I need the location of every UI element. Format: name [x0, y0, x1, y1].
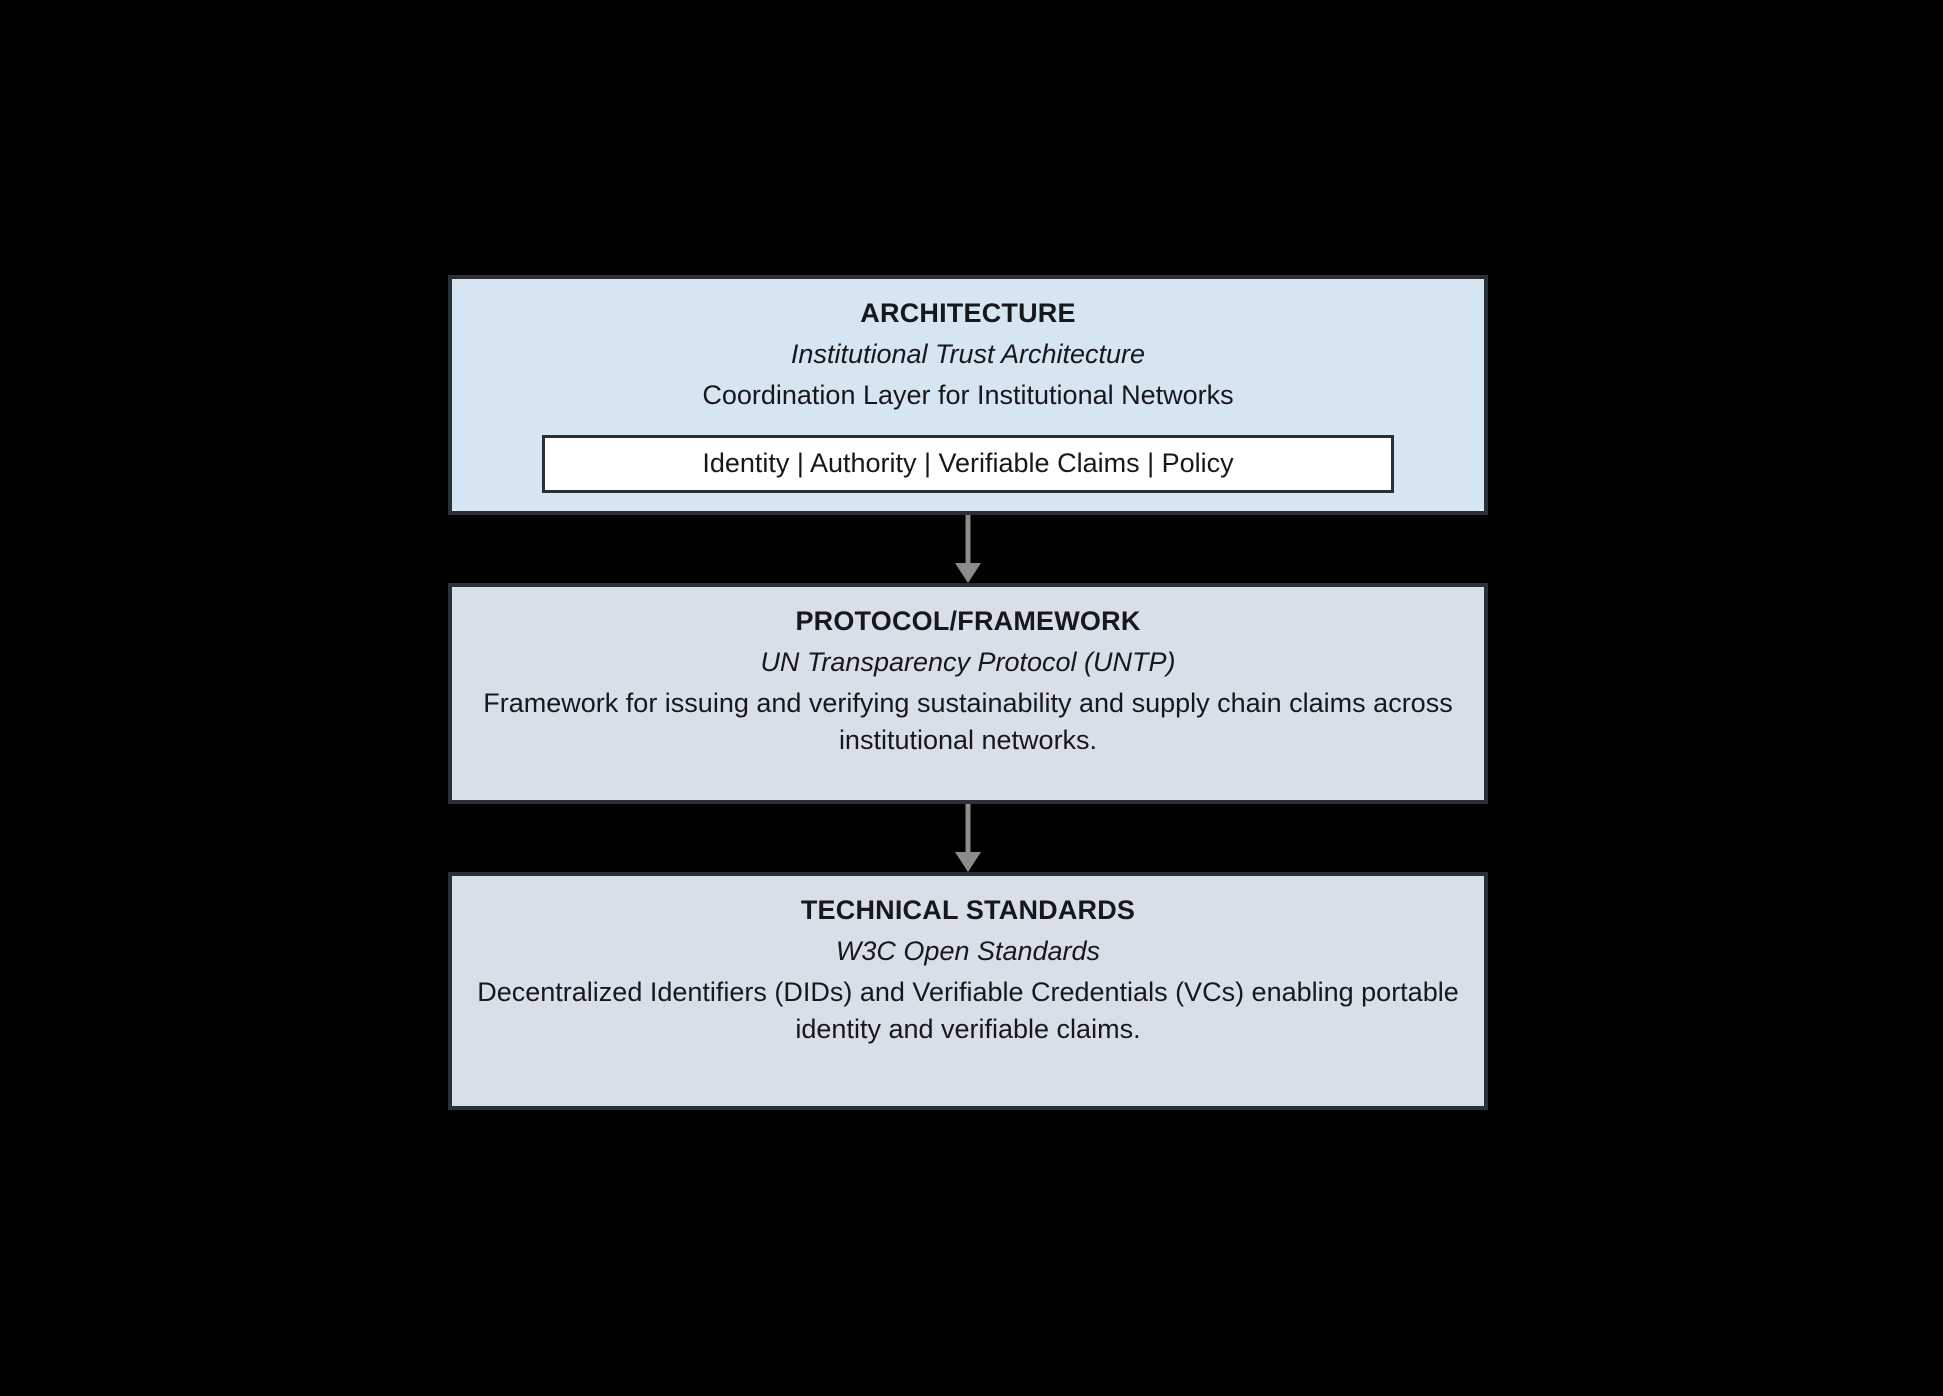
architecture-layer-subtitle: Institutional Trust Architecture [790, 339, 1146, 370]
arrow-head-icon [955, 851, 981, 872]
arrow-architecture-to-protocol [448, 514, 1488, 583]
layered-architecture-diagram: ARCHITECTURE Institutional Trust Archite… [448, 275, 1488, 1111]
protocol-framework-layer-box: PROTOCOL/FRAMEWORK UN Transparency Proto… [448, 582, 1488, 804]
arrow-shaft-icon [965, 514, 971, 567]
architecture-layer-description: Coordination Layer for Institutional Net… [702, 380, 1234, 411]
technical-standards-layer-description: Decentralized Identifiers (DIDs) and Ver… [477, 976, 1459, 1045]
architecture-layer-title: ARCHITECTURE [860, 298, 1076, 328]
arrow-head-icon [955, 562, 981, 583]
architecture-pillars-box: Identity | Authority | Verifiable Claims… [542, 434, 1394, 493]
arrow-shaft-icon [965, 803, 971, 856]
arrow-protocol-to-standards [448, 803, 1488, 872]
architecture-layer-box: ARCHITECTURE Institutional Trust Archite… [448, 275, 1488, 515]
technical-standards-layer-box: TECHNICAL STANDARDS W3C Open Standards D… [448, 871, 1488, 1111]
technical-standards-layer-subtitle: W3C Open Standards [835, 935, 1101, 966]
technical-standards-layer-title: TECHNICAL STANDARDS [800, 894, 1136, 925]
protocol-framework-layer-description: Framework for issuing and verifying sust… [483, 688, 1453, 756]
protocol-framework-layer-subtitle: UN Transparency Protocol (UNTP) [760, 646, 1176, 677]
protocol-framework-layer-title: PROTOCOL/FRAMEWORK [795, 605, 1141, 636]
